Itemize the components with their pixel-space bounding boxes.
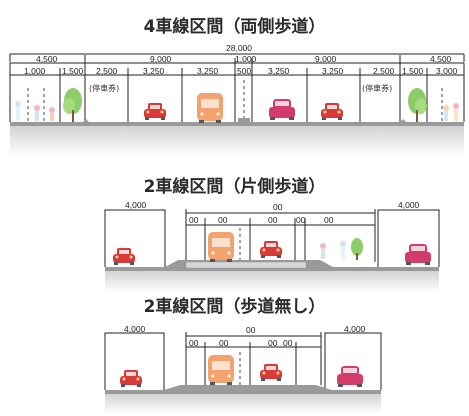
car-icon: [120, 370, 142, 387]
dim-center: 00: [246, 325, 256, 335]
pedestrian-icon: [443, 103, 459, 121]
car-icon: [337, 366, 363, 387]
dim-row2-9: 1,500: [402, 66, 424, 76]
dim-row2-4: 3,250: [197, 66, 219, 76]
section-4lane: [9, 53, 465, 156]
tree-icon: [63, 88, 82, 122]
bus-icon: [208, 355, 234, 385]
dim-sub-0: 00: [189, 215, 199, 225]
stop-label-right: (停車券): [362, 84, 393, 93]
pedestrian-icon: [320, 241, 346, 259]
dim-row2-10: 3,000: [436, 66, 458, 76]
dim-left: 4,000: [124, 324, 146, 334]
tree-icon: [351, 238, 363, 260]
dim-sub-1: 00: [218, 215, 228, 225]
dim-row1-1: 9,000: [150, 54, 172, 64]
dim-sub-2: 00: [268, 215, 278, 225]
dim-row2-0: 1,000: [24, 66, 46, 76]
dim-row1-3: 9,000: [315, 54, 337, 64]
dim-right: 4,000: [398, 200, 420, 210]
section-2lane-one-sidewalk: [104, 209, 440, 293]
dim-sub-2: 00: [268, 338, 278, 348]
dim-total: 28,000: [226, 43, 252, 53]
car-icon: [321, 103, 343, 120]
car-icon: [144, 103, 166, 120]
dim-sub-1: 00: [219, 338, 229, 348]
dim-left: 4,000: [125, 200, 147, 210]
dim-right: 4,000: [344, 324, 366, 334]
dim-row2-8: 2,500: [373, 66, 395, 76]
dim-sub-3: 00: [296, 215, 306, 225]
title-2lane-one-sidewalk: 2車線区間（片側歩道）: [143, 177, 326, 197]
bus-icon: [197, 93, 223, 123]
car-icon: [405, 244, 431, 265]
section-2lane-no-sidewalk: [104, 332, 382, 414]
title-4lane: 4車線区間（両側歩道）: [143, 17, 326, 37]
stop-label-left: (停車券): [89, 84, 120, 93]
dim-row1-4: 4,500: [430, 54, 452, 64]
dim-row1-0: 4,500: [36, 54, 58, 64]
dim-row2-2: 2,500: [96, 66, 118, 76]
car-icon: [113, 248, 135, 265]
dim-row2-3: 3,250: [143, 66, 165, 76]
dim-row2-5: 500: [237, 66, 252, 76]
dim-row1-2: 1,000: [235, 54, 257, 64]
dim-center: 00: [273, 202, 283, 212]
dim-sub-3: 00: [283, 338, 293, 348]
tree-icon: [408, 88, 427, 122]
pedestrian-icon: [15, 101, 55, 121]
dim-row2-7: 3,250: [322, 66, 344, 76]
car-icon: [269, 99, 295, 120]
dim-row2-1: 1,500: [62, 66, 84, 76]
dim-row2-6: 3,250: [268, 66, 290, 76]
car-icon: [260, 364, 282, 381]
car-icon: [260, 241, 282, 258]
bus-icon: [208, 232, 234, 262]
title-2lane-no-sidewalk: 2車線区間（歩道無し）: [143, 297, 326, 317]
dim-sub-4: 00: [324, 215, 334, 225]
dim-sub-0: 00: [189, 338, 199, 348]
